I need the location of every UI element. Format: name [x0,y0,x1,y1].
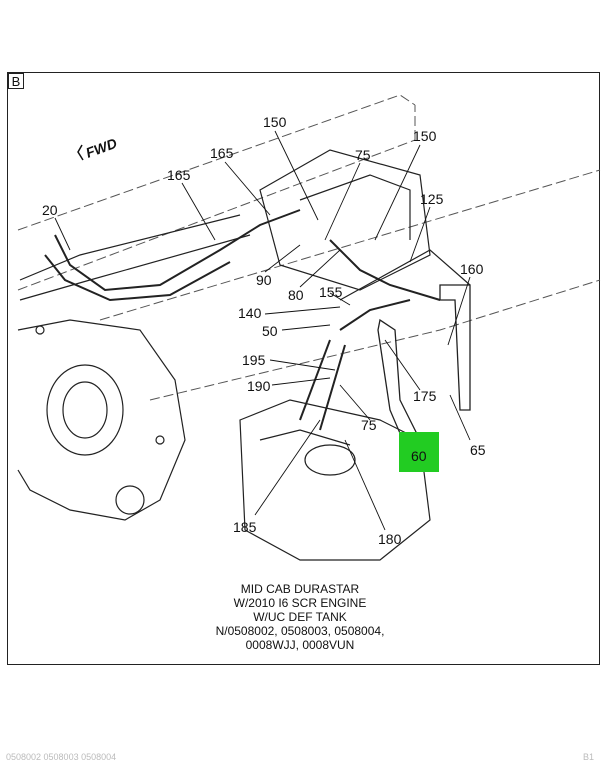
callout-180[interactable]: 180 [378,531,402,547]
footer-page: B1 [583,752,595,762]
brackets [377,284,471,446]
callout-195[interactable]: 195 [242,352,266,368]
callout-75-lower[interactable]: 75 [361,417,377,433]
footer-reference: 0508002 0508003 0508004 [6,752,117,762]
callout-160[interactable]: 160 [460,261,484,277]
caption-line: W/2010 I6 SCR ENGINE [233,596,367,610]
transmission-housing [17,319,186,521]
callout-150-right[interactable]: 150 [413,128,437,144]
callout-125[interactable]: 125 [420,191,444,207]
callout-75-upper[interactable]: 75 [355,147,371,163]
leader-lines [54,130,471,531]
fwd-label: FWD [84,135,119,161]
callout-50[interactable]: 50 [262,323,278,339]
callout-90[interactable]: 90 [256,272,272,288]
frame-rails [17,94,601,401]
fwd-arrow: FWD [77,135,119,161]
highlight-60 [399,432,439,472]
callout-165-lower[interactable]: 165 [167,167,191,183]
callout-65[interactable]: 65 [470,442,486,458]
callout-165-upper[interactable]: 165 [210,145,234,161]
callout-190[interactable]: 190 [247,378,271,394]
caption-line: W/UC DEF TANK [253,610,347,624]
diagram-frame [7,72,600,665]
callout-140[interactable]: 140 [238,305,262,321]
callout-155[interactable]: 155 [319,284,343,300]
callout-175[interactable]: 175 [413,388,437,404]
caption-line: 0008WJJ, 0008VUN [245,638,355,652]
callout-60[interactable]: 60 [411,448,427,464]
diagram-caption: MID CAB DURASTAR W/2010 I6 SCR ENGINE W/… [200,582,400,652]
callout-20[interactable]: 20 [42,202,58,218]
section-label: B [8,73,24,89]
callout-150-left[interactable]: 150 [263,114,287,130]
caption-line: N/0508002, 0508003, 0508004, [215,624,385,638]
caption-line: MID CAB DURASTAR [240,582,360,596]
callout-185[interactable]: 185 [233,519,257,535]
callout-labels: 150 150 165 165 75 20 125 160 90 80 155 … [42,114,486,547]
callout-80[interactable]: 80 [288,287,304,303]
def-tank-assembly [239,399,431,561]
